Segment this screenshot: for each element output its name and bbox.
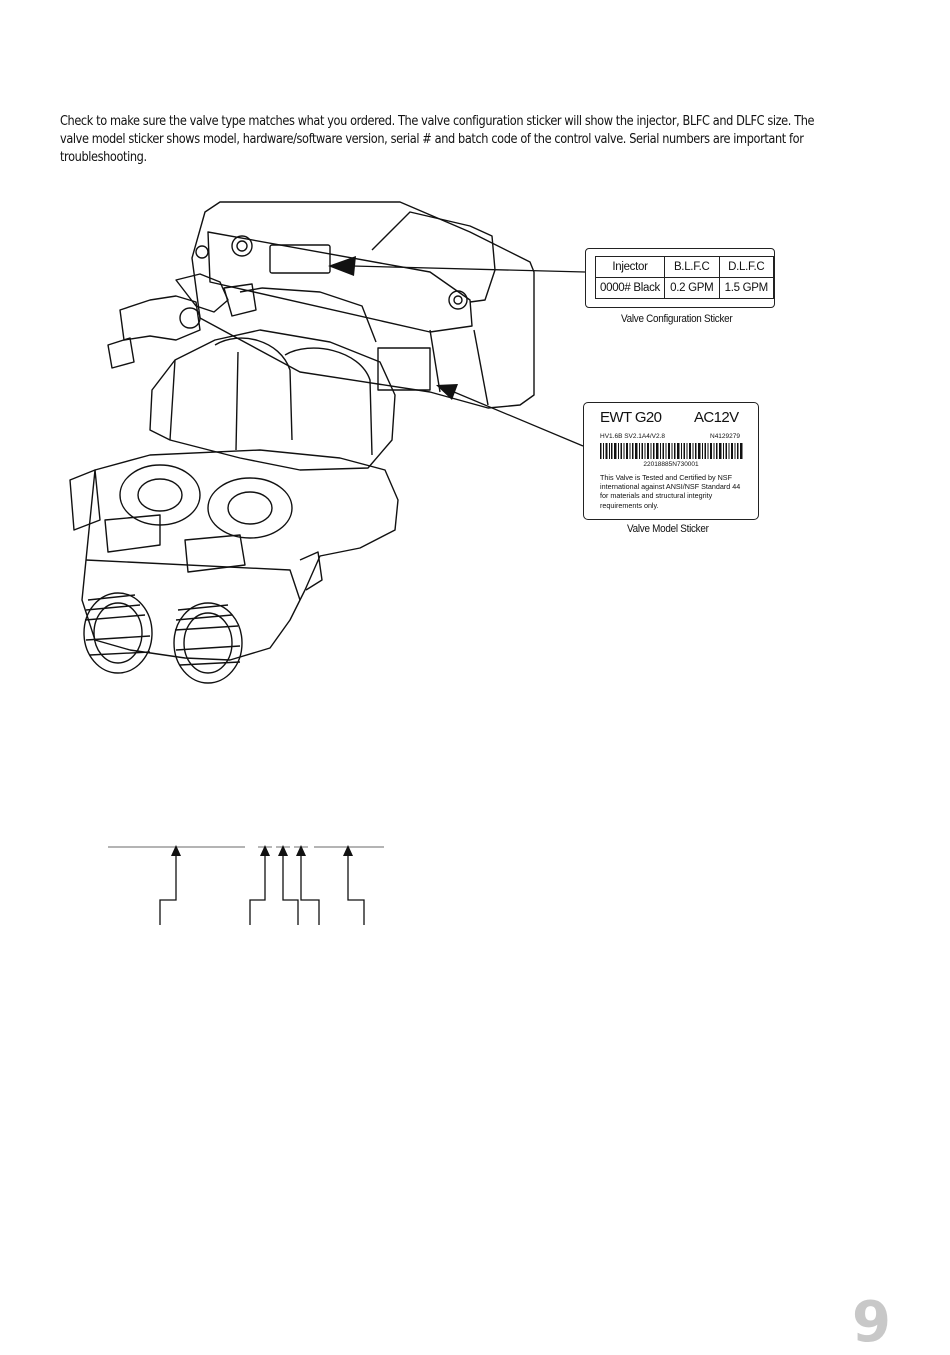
power-rating: AC12V — [694, 409, 739, 426]
intro-paragraph: Check to make sure the valve type matche… — [60, 114, 815, 165]
valve-model-sticker: EWT G20 AC12V HV1.6B SV2.1A4/V2.8 N41292… — [583, 402, 759, 520]
value-dlfc: 1.5 GPM — [718, 277, 774, 299]
value-injector: 0000# Black — [595, 277, 665, 299]
model-sticker-arrow — [453, 391, 584, 447]
model-sticker-caption: Valve Model Sticker — [627, 523, 709, 535]
header-blfc: B.L.F.C — [664, 256, 720, 278]
value-blfc: 0.2 GPM — [664, 277, 720, 299]
page-number: 9 — [852, 1290, 891, 1355]
config-sticker-arrow — [351, 265, 586, 273]
valve-configuration-sticker: Injector B.L.F.C D.L.F.C 0000# Black 0.2… — [585, 248, 775, 308]
batch-code: N4129279 — [710, 433, 740, 440]
header-injector: Injector — [595, 256, 665, 278]
configuration-table: Injector B.L.F.C D.L.F.C 0000# Black 0.2… — [595, 256, 774, 299]
header-dlfc: D.L.F.C — [718, 256, 774, 278]
certification-text: This Valve is Tested and Certified by NS… — [600, 473, 741, 510]
valve-motor-housing — [149, 329, 396, 471]
inlet-fitting — [119, 295, 201, 341]
config-sticker-caption: Valve Configuration Sticker — [621, 313, 733, 325]
serial-number: 22018885N730001 — [643, 461, 699, 468]
barcode-icon — [600, 443, 743, 459]
valve-top-cover — [191, 201, 535, 409]
threaded-port-left — [83, 592, 153, 674]
model-name: EWT G20 — [600, 409, 662, 426]
threaded-port-right — [173, 602, 243, 684]
version-text: HV1.6B SV2.1A4/V2.8 — [600, 433, 666, 440]
